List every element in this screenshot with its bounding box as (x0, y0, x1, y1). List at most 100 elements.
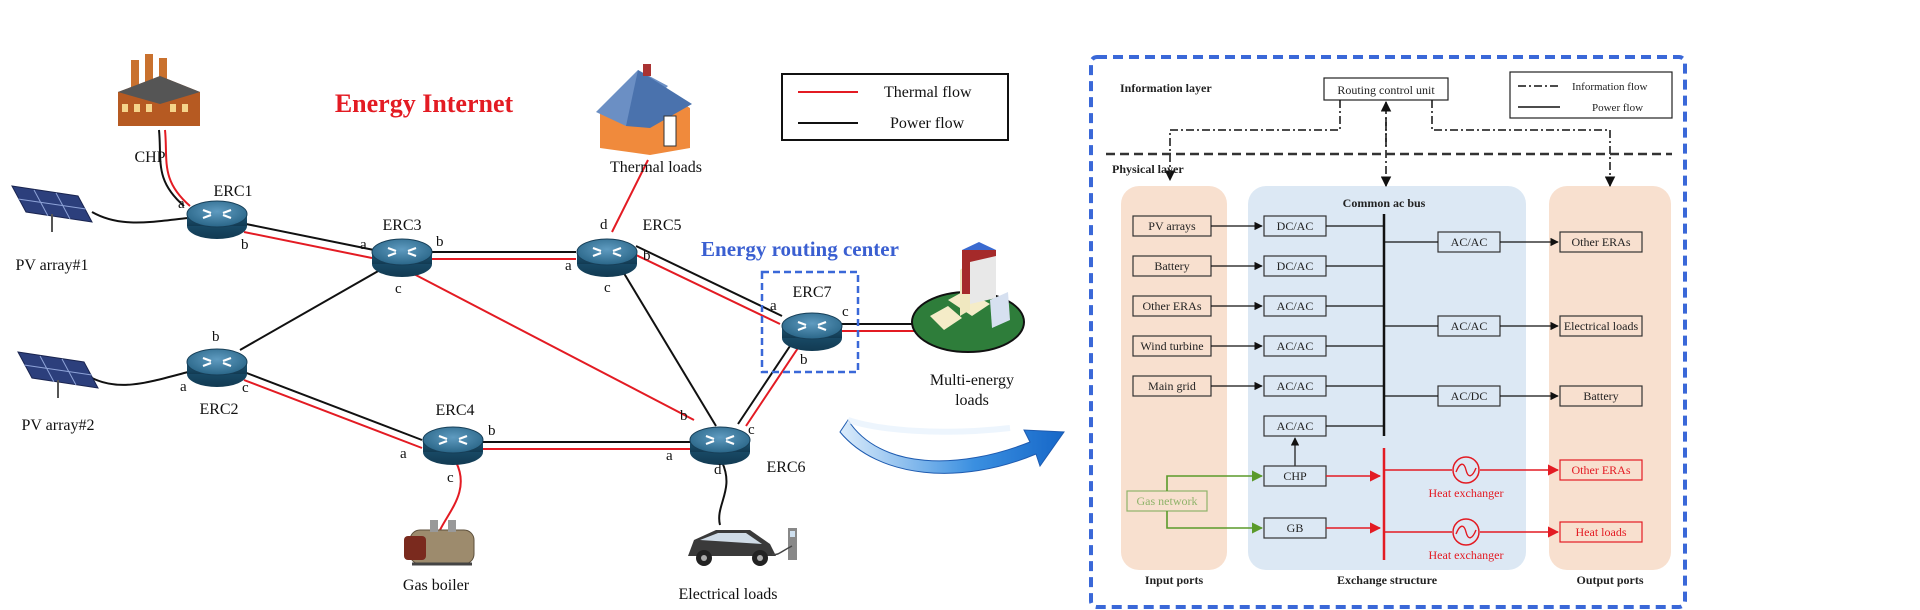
erc6-erc7-thermal-link (745, 341, 803, 427)
erc2-erc4-thermal-link (243, 379, 423, 449)
input-converters: DC/AC DC/AC AC/AC AC/AC AC/AC AC/AC (1263, 215, 1327, 437)
left-legend: Thermal flow Power flow (781, 73, 1009, 141)
erc5-label: ERC5 (642, 217, 681, 234)
erc1-erc3-thermal-link (243, 231, 373, 259)
pv1-erc1-link (91, 211, 189, 224)
gb-unit-label: GB (1287, 521, 1304, 535)
output-other-eras: Other ERAs (1572, 235, 1631, 249)
output-boxes: Other ERAs Electrical loads Battery (1559, 231, 1643, 407)
energy-router-detail-panel: Information layer Routing control unit I… (1089, 55, 1687, 609)
thermal-output-heat-loads-box (1559, 521, 1643, 543)
chp-erc1-power-link (158, 129, 185, 207)
zoom-arrow-icon (839, 417, 1065, 474)
input-ports-caption: Input ports (1145, 573, 1204, 587)
erc1-erc3-power-link (245, 223, 375, 251)
energy-routing-center-title: Energy routing center (701, 237, 899, 261)
input-ports-region (1121, 186, 1227, 570)
erc4-port-b: b (488, 423, 496, 439)
output-battery: Battery (1583, 389, 1618, 403)
input-other-eras: Other ERAs (1143, 299, 1202, 313)
erc5-erc6-link (621, 269, 717, 427)
erc6-erc7-power-link (737, 339, 795, 425)
right-legend-box (1509, 71, 1673, 119)
thermal-output-heat-loads: Heat loads (1576, 525, 1627, 539)
converter-dcac-2: DC/AC (1277, 259, 1314, 273)
erc1-port-b: b (241, 237, 249, 253)
chp-unit-label: CHP (1283, 469, 1307, 483)
router-erc4[interactable] (422, 426, 484, 465)
erc5-erc7-power-link (635, 245, 783, 317)
thermal-loads-house-icon (596, 64, 692, 155)
erc4-label: ERC4 (435, 402, 474, 419)
erc7-port-c: c (842, 304, 849, 320)
input-wind-turbine: Wind turbine (1140, 339, 1203, 353)
multi-energy-label-1: Multi-energy (930, 372, 1014, 389)
erc4-gas-boiler-link (439, 461, 462, 531)
exchange-structure-region (1248, 186, 1526, 570)
erc5-thermal-loads-link (611, 159, 649, 233)
router-erc5[interactable] (576, 238, 638, 277)
erc5-port-c: c (604, 280, 611, 296)
erc1-label: ERC1 (213, 183, 252, 200)
energy-internet-panel: Energy Internet Energy routing center Th… (11, 54, 1065, 603)
input-boxes: PV arrays Battery Other ERAs Wind turbin… (1132, 215, 1212, 397)
converter-dcac-1: DC/AC (1277, 219, 1314, 233)
router-erc7[interactable] (781, 312, 843, 351)
erc3-erc6-thermal-link (409, 271, 695, 421)
input-battery: Battery (1154, 259, 1189, 273)
router-erc6[interactable] (689, 426, 751, 465)
input-power-links (1211, 221, 1384, 466)
legend-info-flow-label: Information flow (1572, 81, 1648, 93)
physical-layer-label: Physical layer (1112, 162, 1184, 176)
erc6-electrical-loads-link (718, 461, 728, 526)
erc6-port-a: a (666, 448, 673, 464)
gas-flow-links (1166, 470, 1264, 534)
information-layer-label: Information layer (1120, 81, 1212, 95)
output-ports-caption: Output ports (1576, 573, 1643, 587)
heat-exchanger-2-label: Heat exchanger (1429, 548, 1504, 562)
erc3-erc2-link (239, 269, 381, 351)
electrical-loads-label: Electrical loads (678, 586, 777, 603)
router-erc1[interactable] (186, 200, 248, 239)
erc6-label: ERC6 (766, 459, 805, 476)
gas-boiler-label: Gas boiler (403, 577, 470, 594)
erc7-port-b: b (800, 352, 808, 368)
erc5-port-b: b (643, 248, 651, 264)
legend-power-label: Power flow (890, 115, 965, 132)
routing-control-unit-label: Routing control unit (1337, 83, 1435, 97)
pv-array-2-label: PV array#2 (21, 417, 94, 434)
erc3-port-a: a (360, 237, 367, 253)
erc2-label: ERC2 (199, 401, 238, 418)
chp-erc1-thermal-link (164, 129, 191, 207)
detail-frame (1089, 55, 1687, 609)
multi-energy-loads-icon (911, 242, 1025, 353)
erc4-port-c: c (447, 470, 454, 486)
pv-array-1-icon (11, 185, 93, 232)
network-links (91, 129, 930, 531)
thermal-flow-links (1326, 448, 1560, 560)
erc5-erc7-thermal-link (633, 253, 781, 325)
converter-acac-2: AC/AC (1277, 339, 1314, 353)
gas-network-label: Gas network (1137, 494, 1198, 508)
converter-acac-4: AC/AC (1277, 419, 1314, 433)
input-pv-arrays: PV arrays (1148, 219, 1196, 233)
thermal-output-other-eras-box (1559, 459, 1643, 481)
erc2-erc4-power-link (243, 371, 423, 441)
out-converter-acdc: AC/DC (1451, 389, 1488, 403)
erc2-port-c: c (242, 380, 249, 396)
erc2-port-a: a (180, 379, 187, 395)
erc6-port-d: d (714, 462, 722, 478)
thermal-output-other-eras: Other ERAs (1572, 463, 1631, 477)
erc5-port-d: d (600, 217, 608, 233)
erc2-port-b: b (212, 329, 220, 345)
erc6-port-b: b (680, 408, 688, 424)
output-electrical-loads: Electrical loads (1564, 319, 1639, 333)
converter-acac-1: AC/AC (1277, 299, 1314, 313)
erc1-port-a: a (178, 196, 185, 212)
router-erc3[interactable] (371, 238, 433, 277)
router-erc2[interactable] (186, 348, 248, 387)
output-power-links (1384, 237, 1559, 401)
common-bus-label: Common ac bus (1343, 196, 1426, 210)
erc4-port-a: a (400, 446, 407, 462)
